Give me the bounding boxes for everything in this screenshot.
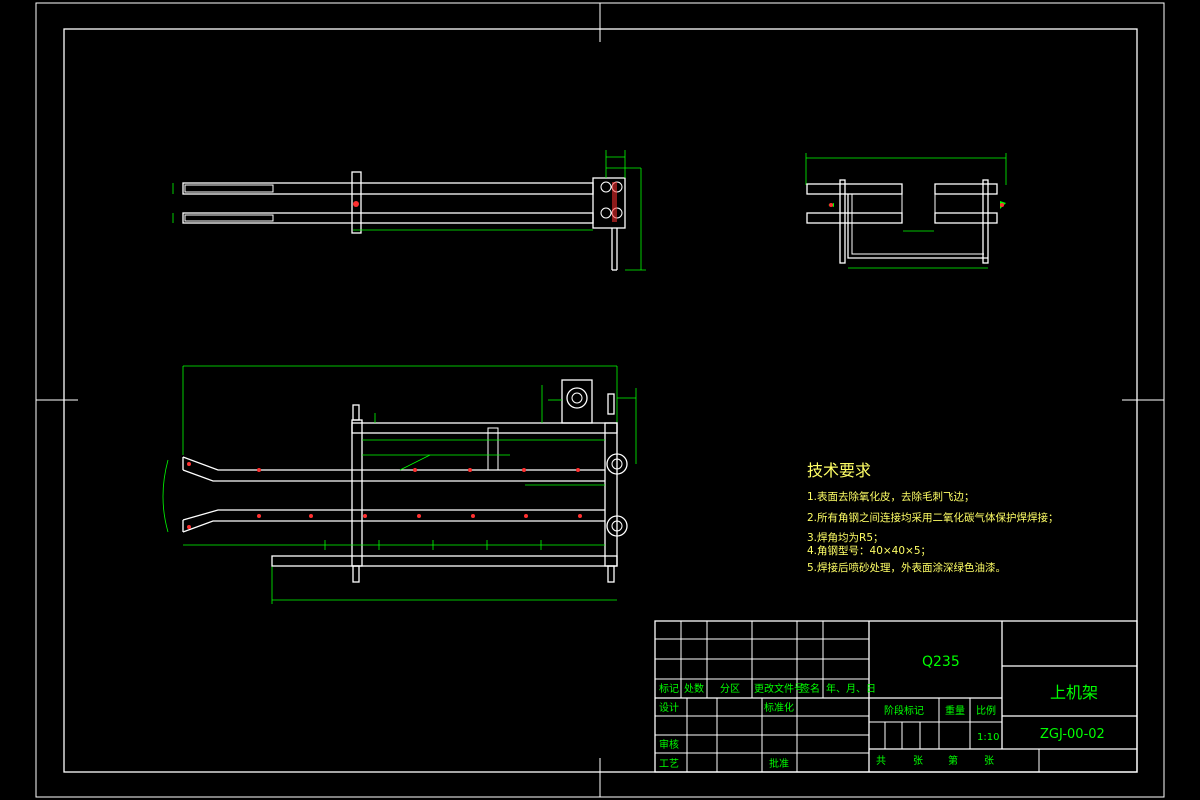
tech-item: 1.表面去除氧化皮，去除毛刺飞边； <box>807 490 975 503</box>
stage-mark-label: 阶段标记 <box>884 704 924 717</box>
scale-label: 比例 <box>976 704 996 717</box>
sheet-count-label: 张 <box>913 755 923 767</box>
hole-marks <box>187 462 582 529</box>
material: Q235 <box>922 654 960 670</box>
standardize-label: 标准化 <box>764 701 794 714</box>
rev-header: 处数 <box>684 682 704 695</box>
drawing-number: ZGJ-00-02 <box>1040 727 1105 742</box>
title-block: 标记 处数 分区 更改文件号 签名 年、月、日 设计 标准化 审核 工艺 批准 … <box>654 620 1138 773</box>
rev-header: 更改文件号 <box>754 682 804 695</box>
rev-header: 分区 <box>720 683 740 695</box>
front-view <box>162 365 637 604</box>
top-view <box>172 150 646 271</box>
role-check: 审核 <box>659 738 679 751</box>
tech-heading: 技术要求 <box>807 461 871 480</box>
role-process: 工艺 <box>659 758 679 770</box>
tech-item: 3.焊角均为R5； <box>807 532 884 544</box>
tech-item: 4.角钢型号：40×40×5； <box>807 544 931 557</box>
rev-header: 年、月、日 <box>826 682 876 695</box>
sheet-count-label: 第 <box>948 754 958 767</box>
sheet-border <box>35 2 1165 798</box>
sheet-count-label: 共 <box>876 755 886 767</box>
end-view <box>805 153 1007 269</box>
tech-requirements: 技术要求 1.表面去除氧化皮，去除毛刺飞边； 2.所有角钢之间连接均采用二氧化碳… <box>807 461 1059 574</box>
part-name: 上机架 <box>1050 683 1098 702</box>
rev-header: 标记 <box>659 683 679 695</box>
hole-mark <box>353 201 359 207</box>
tech-item: 2.所有角钢之间连接均采用二氧化碳气体保护焊焊接； <box>807 511 1059 524</box>
scale-value: 1:10 <box>977 732 999 743</box>
weight-label: 重量 <box>945 704 965 717</box>
sheet-count-label: 张 <box>984 755 994 767</box>
rev-header: 签名 <box>800 682 820 695</box>
approve-label: 批准 <box>769 757 789 770</box>
tech-item: 5.焊接后喷砂处理，外表面涂深绿色油漆。 <box>807 561 1006 574</box>
role-design: 设计 <box>659 701 679 714</box>
